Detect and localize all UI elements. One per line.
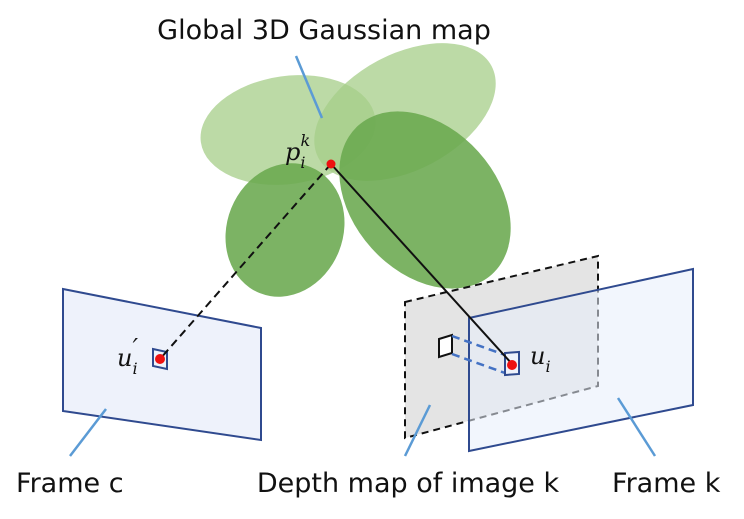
title-label: Global 3D Gaussian map bbox=[157, 15, 491, 46]
frame-c-label: Frame c bbox=[16, 468, 124, 499]
point-p bbox=[326, 159, 336, 169]
frame-k-label: Frame k bbox=[612, 468, 721, 499]
gaussian-dark-right bbox=[339, 111, 511, 289]
ray-to-frame-k bbox=[330, 163, 514, 366]
patch-link-top bbox=[451, 334, 506, 357]
label-u-i: ui bbox=[530, 342, 551, 376]
frame-c-leader bbox=[69, 408, 107, 457]
depth-map-label: Depth map of image k bbox=[257, 468, 560, 499]
gaussian-map bbox=[200, 43, 511, 297]
patch-link-bottom bbox=[451, 352, 506, 375]
label-u-prime-i: ui′ bbox=[117, 334, 139, 378]
depth-patch bbox=[438, 333, 453, 359]
frame-k-plane bbox=[468, 267, 694, 453]
label-p-i-k: pik bbox=[285, 131, 310, 172]
title-leader-line bbox=[294, 55, 324, 119]
frame-k-leader bbox=[616, 397, 657, 457]
point-uprime bbox=[155, 354, 165, 364]
point-u bbox=[507, 360, 517, 370]
gaussian-dark-left bbox=[225, 163, 345, 297]
ray-to-frame-c bbox=[159, 163, 332, 360]
depth-map-leader bbox=[403, 404, 432, 457]
